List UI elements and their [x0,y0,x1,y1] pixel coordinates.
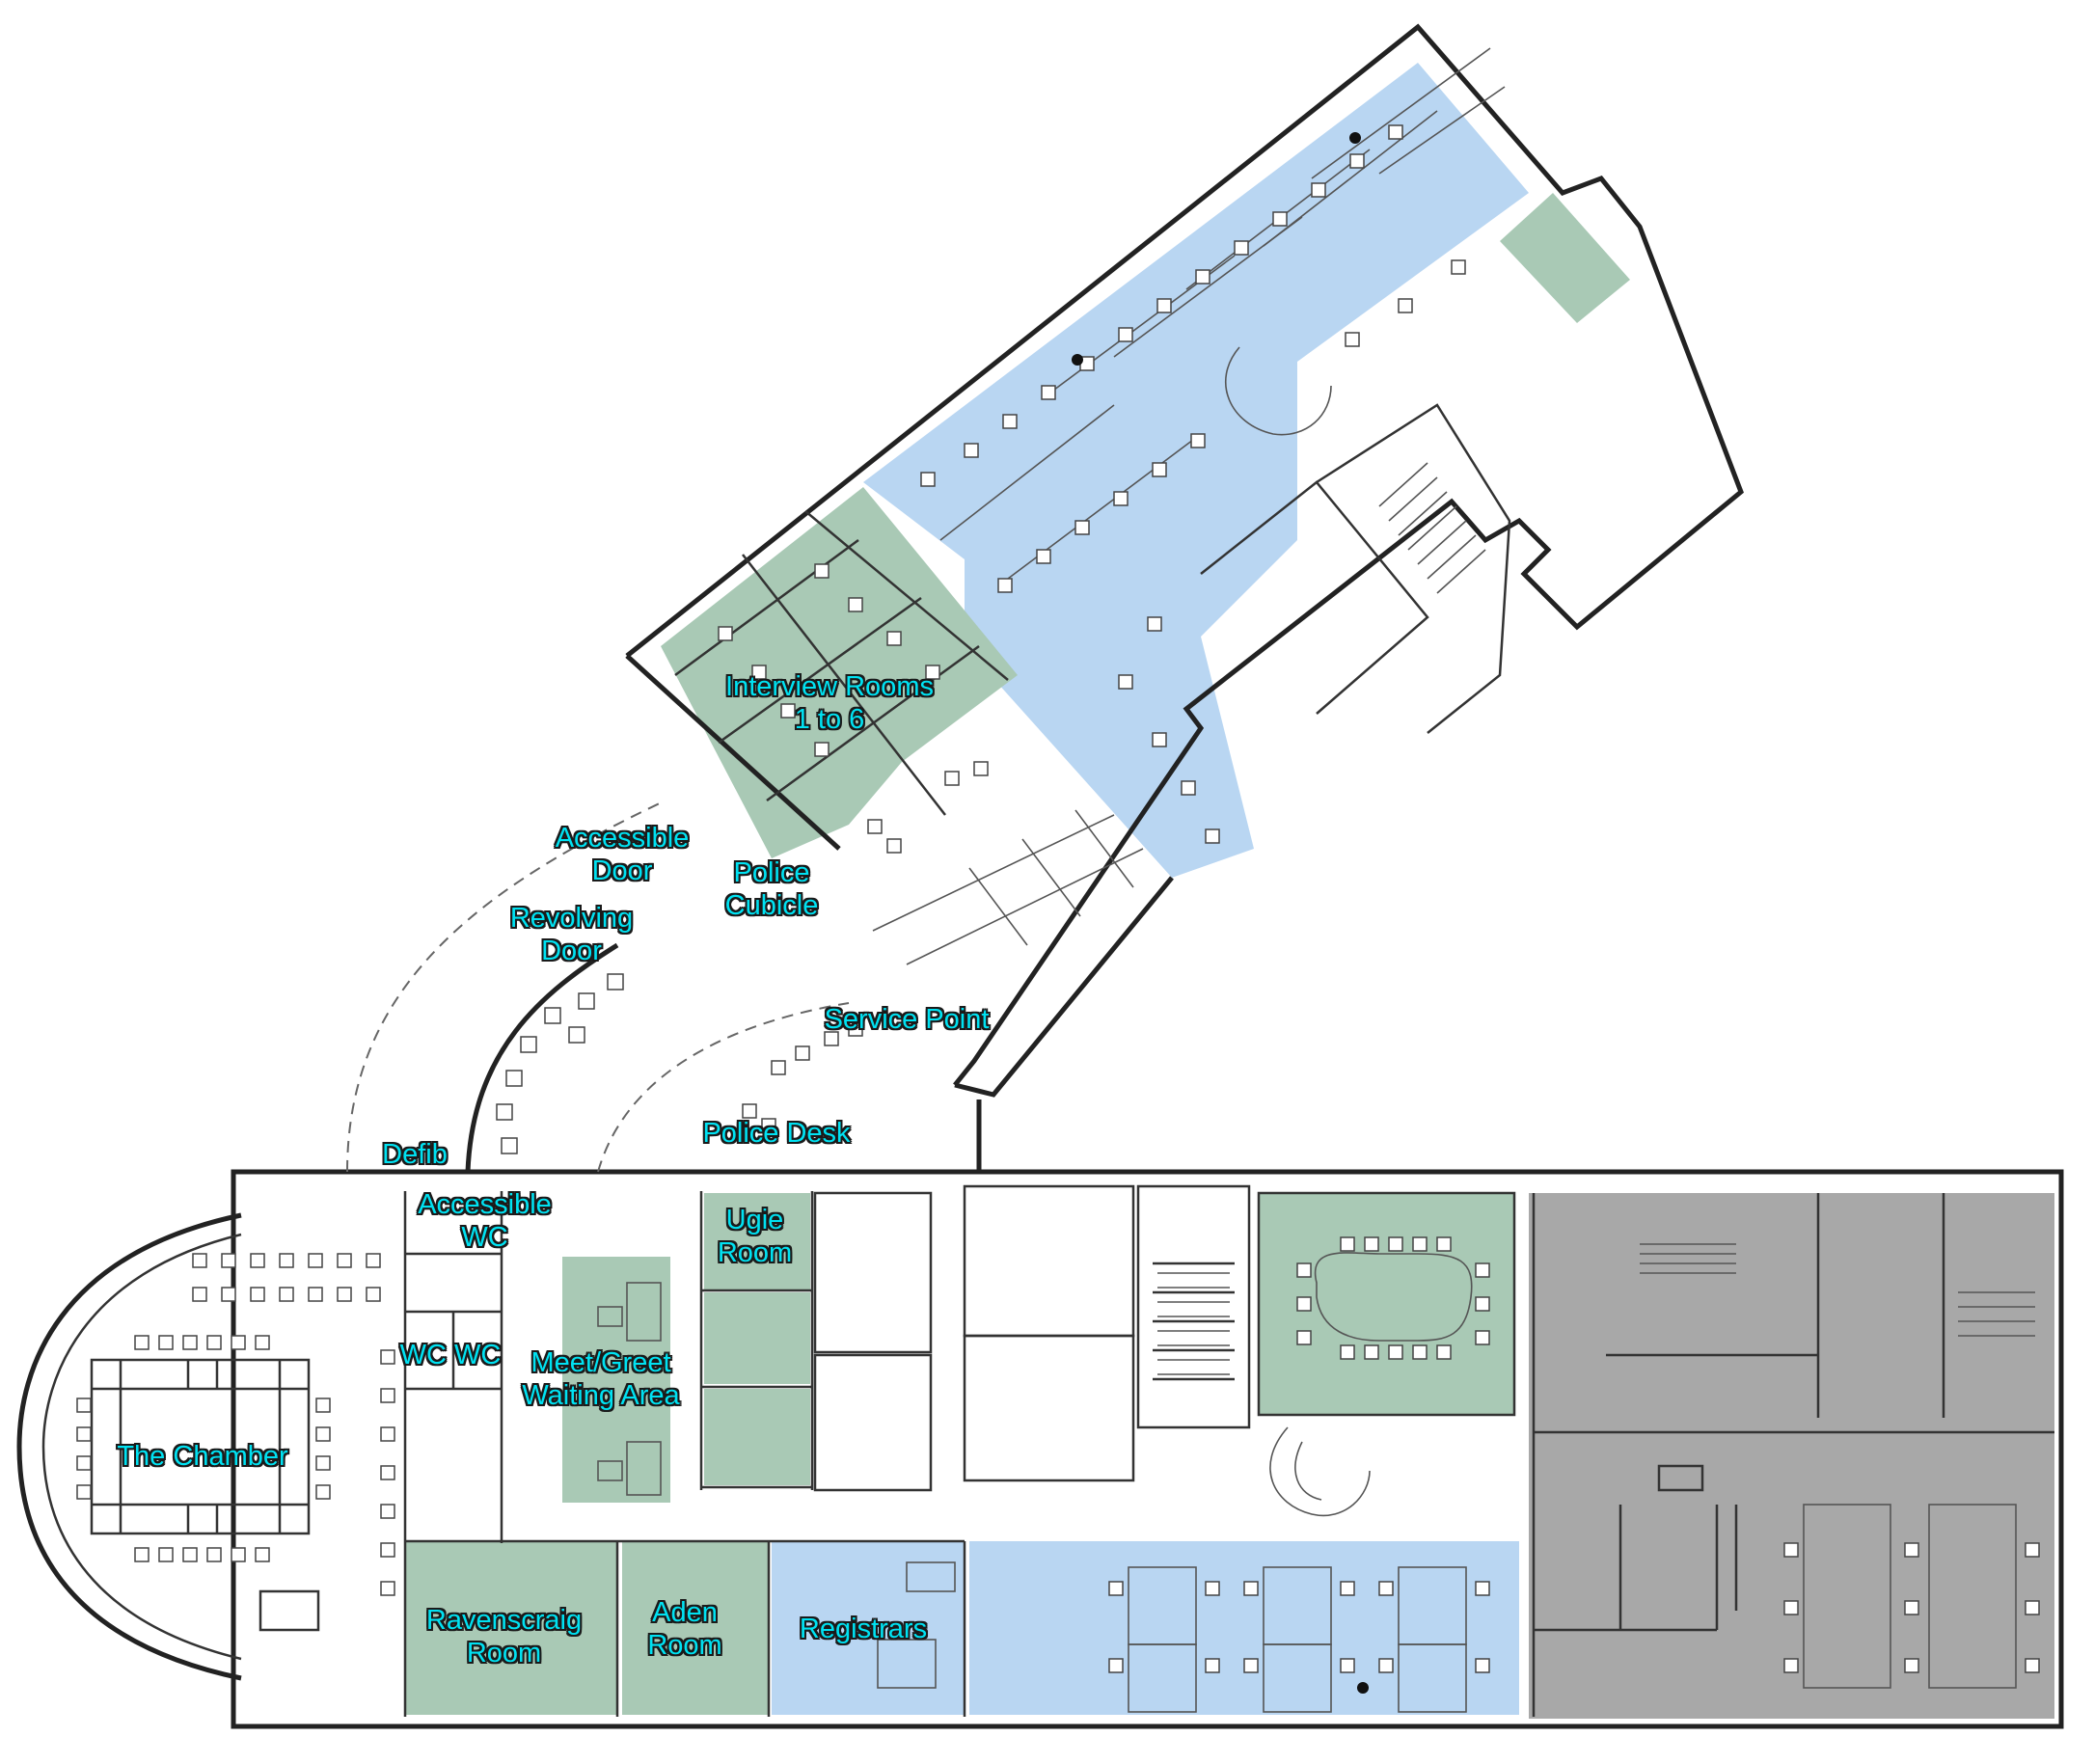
ravenscraig-zone [405,1541,617,1715]
revolving-door-label: Revolving Door [487,902,656,967]
defib-label: Defib [371,1138,458,1171]
police-desk-label-text: Police Desk [702,1118,851,1149]
meet-greet-label: Meet/Greet Waiting Area [500,1346,702,1412]
service-point-label: Service Point [805,1003,1008,1036]
service-area-zone [1529,1193,2054,1719]
markers [1072,132,1369,1694]
police-desk-label: Police Desk [685,1117,868,1150]
ne-open-office-zone [863,63,1529,878]
accessible-door-label: Accessible Door [535,822,709,887]
ugie-room-zone [704,1193,810,1289]
ravenscraig-room-label-line1: Ravenscraig [425,1605,583,1636]
ugie-room-label-line2: Room [717,1237,793,1268]
interview-rooms-label-line1: Interview Rooms [725,671,934,702]
interview-rooms-label-line2: 1 to 6 [794,704,865,735]
zone-fills [405,63,2054,1719]
chairs [76,124,2040,1673]
partitions [90,47,2054,1717]
registrars-label-text: Registrars [799,1614,928,1644]
accessible-door-label-line1: Accessible [555,823,690,854]
wc-wc-label-text: WC WC [399,1340,502,1370]
wc-wc-label: WC WC [388,1339,513,1371]
aden-room-label-line1: Aden [652,1597,718,1628]
accessible-wc-label: Accessible WC [400,1188,569,1254]
aden-room-label-line2: Room [647,1630,722,1661]
walls [16,23,2064,1729]
ne-corner-room-zone [1500,193,1630,323]
ravenscraig-room-label-line2: Room [466,1638,542,1669]
meet-greet-label-line2: Waiting Area [522,1380,680,1411]
police-cubicle-label-line2: Cubicle [724,890,819,921]
the-chamber-label-text: The Chamber [117,1441,288,1472]
accessible-door-label-line2: Door [591,855,653,886]
service-point-label-text: Service Point [824,1004,990,1035]
accessible-wc-label-line2: WC [461,1222,508,1253]
ugie-room-label: Ugie Room [699,1204,810,1269]
meet-greet-label-line1: Meet/Greet [530,1347,671,1378]
police-cubicle-label-line1: Police [733,857,810,888]
revolving-door-label-line1: Revolving [509,903,634,934]
small-room-3-zone [704,1389,810,1485]
registrars-zone [772,1541,965,1715]
aden-room-label: Aden Room [627,1596,743,1662]
accessible-wc-label-line1: Accessible [418,1189,552,1220]
defib-label-text: Defib [382,1139,448,1170]
the-chamber-label: The Chamber [96,1440,309,1473]
interview-rooms-label: Interview Rooms 1 to 6 [709,670,950,736]
aden-zone [622,1541,769,1715]
ravenscraig-room-label: Ravenscraig Room [410,1604,598,1669]
police-cubicle-label: Police Cubicle [704,856,839,922]
small-room-2-zone [704,1292,810,1384]
revolving-door-label-line2: Door [541,936,602,966]
registrars-label: Registrars [781,1613,945,1645]
south-office-zone [969,1541,1519,1715]
ugie-room-label-line1: Ugie [725,1205,784,1235]
